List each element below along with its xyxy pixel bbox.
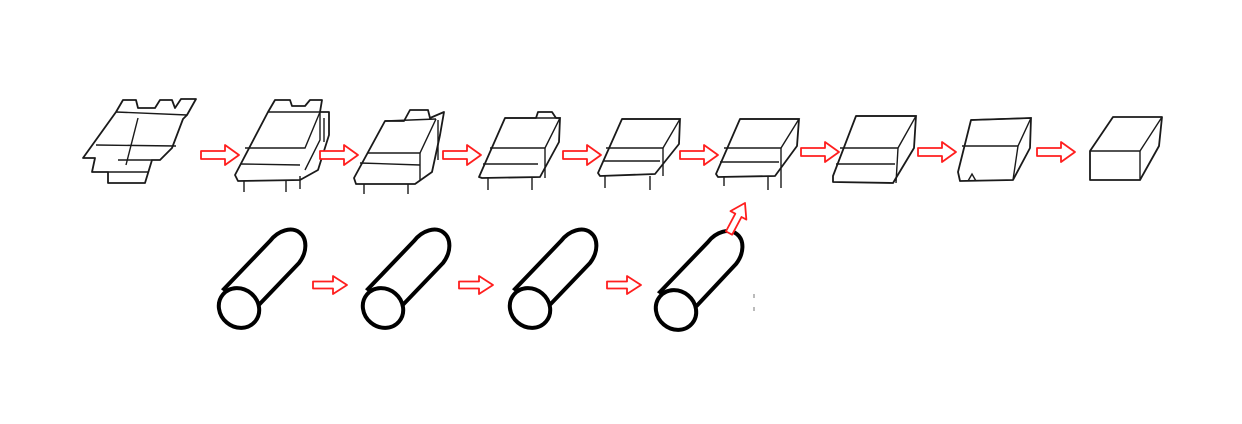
arrow-right-icon [200, 144, 240, 166]
arrow-right-icon [679, 144, 719, 166]
stage-5-open-box [597, 118, 682, 190]
cylinder-4 [653, 229, 745, 332]
arrow-right-icon [800, 141, 840, 163]
stage-3-partial-fold [353, 109, 445, 194]
merge-arrow-up-icon [720, 197, 754, 239]
arrow-right-icon [442, 144, 482, 166]
stage-2-folded-sides [234, 99, 330, 192]
bottom-row-arrows [312, 275, 642, 295]
arrow-right-icon [312, 275, 348, 295]
arrow-right-icon [562, 144, 602, 166]
stage-1-tabbed-blank [82, 98, 197, 184]
stage-4-raised-tab [478, 111, 562, 190]
stage-9-finished-box [1089, 116, 1163, 181]
cylinder-3 [507, 227, 599, 330]
arrow-right-icon [917, 141, 957, 163]
arrow-right-icon [606, 275, 642, 295]
cylinder-2 [360, 227, 452, 330]
stage-6-box-with-foot [715, 118, 801, 190]
cylinder-1 [216, 227, 308, 330]
arrow-right-icon [458, 275, 494, 295]
stage-8-box-notched [957, 117, 1033, 182]
arrow-right-icon [1036, 141, 1076, 163]
stage-7-box-banded [832, 115, 918, 184]
